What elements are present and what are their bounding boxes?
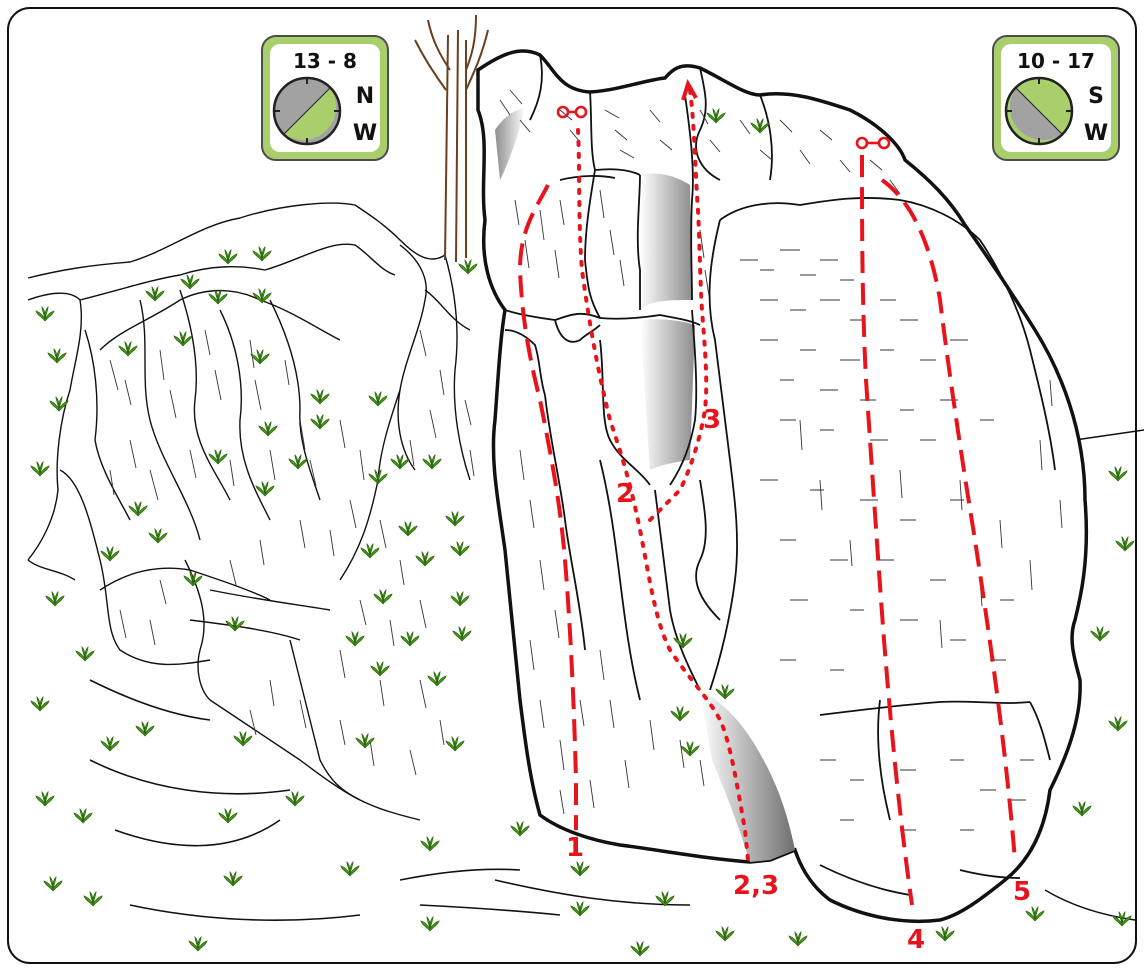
orientation-top-left: N [356, 84, 374, 109]
route-label-4: 4 [907, 925, 925, 955]
route-label-5: 5 [1013, 877, 1031, 907]
sun-badge-right: 10 - 17 S W [993, 36, 1119, 160]
route-label-2: 2 [616, 479, 634, 509]
orientation-top-right: S [1088, 84, 1104, 109]
sun-badge-left: 13 - 8 N W [262, 36, 388, 160]
sun-hours-right: 10 - 17 [1017, 49, 1095, 73]
route-label-1: 1 [566, 833, 584, 863]
orientation-bottom-left: W [353, 121, 377, 146]
sun-hours-left: 13 - 8 [293, 49, 357, 73]
route-label-3: 3 [703, 405, 721, 435]
orientation-bottom-right: W [1084, 121, 1108, 146]
route-label-2-3: 2,3 [733, 871, 779, 901]
